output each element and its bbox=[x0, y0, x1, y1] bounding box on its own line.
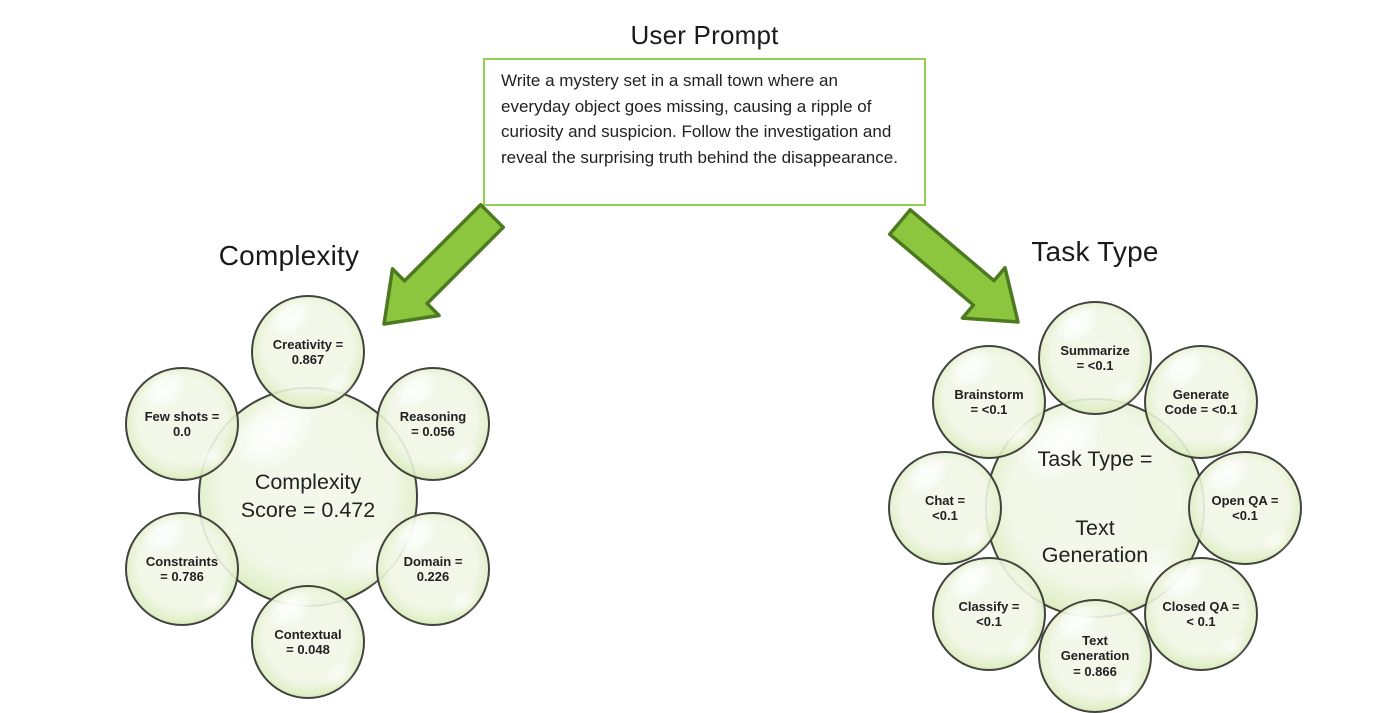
task-type-result-value: Text Generation bbox=[1041, 515, 1149, 568]
task-type-result-heading: Task Type = bbox=[1037, 446, 1153, 471]
bubble-chat-label: Chat = <0.1 bbox=[924, 492, 966, 523]
bubble-contextual-label: Contextual = 0.048 bbox=[274, 626, 342, 657]
task-type-title: Task Type bbox=[1031, 236, 1159, 267]
bubble-domain: Domain = 0.226 bbox=[376, 512, 490, 626]
bubble-creativity-label: Creativity = 0.867 bbox=[272, 336, 344, 367]
user-prompt-text: Write a mystery set in a small town wher… bbox=[501, 71, 898, 167]
bubble-creativity: Creativity = 0.867 bbox=[251, 295, 365, 409]
bubble-summarize: Summarize = <0.1 bbox=[1038, 301, 1152, 415]
bubble-chat: Chat = <0.1 bbox=[888, 451, 1002, 565]
bubble-summarize-label: Summarize = <0.1 bbox=[1060, 342, 1130, 373]
bubble-domain-label: Domain = 0.226 bbox=[403, 553, 463, 584]
bubble-reasoning-label: Reasoning = 0.056 bbox=[399, 408, 467, 439]
bubble-classify: Classify = <0.1 bbox=[932, 557, 1046, 671]
bubble-constraints: Constraints = 0.786 bbox=[125, 512, 239, 626]
bubble-open-qa-label: Open QA = <0.1 bbox=[1211, 492, 1279, 523]
user-prompt-title: User Prompt bbox=[630, 20, 779, 50]
bubble-text-generation-label: Text Generation = 0.866 bbox=[1060, 633, 1130, 679]
bubble-closed-qa: Closed QA = < 0.1 bbox=[1144, 557, 1258, 671]
task-type-result-label: Task Type = Text Generation bbox=[1038, 418, 1153, 599]
bubble-brainstorm: Brainstorm = <0.1 bbox=[932, 345, 1046, 459]
bubble-constraints-label: Constraints = 0.786 bbox=[145, 553, 219, 584]
bubble-classify-label: Classify = <0.1 bbox=[958, 598, 1020, 629]
bubble-text-generation: Text Generation = 0.866 bbox=[1038, 599, 1152, 713]
bubble-closed-qa-label: Closed QA = < 0.1 bbox=[1162, 598, 1240, 629]
bubble-few-shots: Few shots = 0.0 bbox=[125, 367, 239, 481]
bubble-brainstorm-label: Brainstorm = <0.1 bbox=[954, 386, 1024, 417]
bubble-contextual: Contextual = 0.048 bbox=[251, 585, 365, 699]
bubble-reasoning: Reasoning = 0.056 bbox=[376, 367, 490, 481]
bubble-few-shots-label: Few shots = 0.0 bbox=[144, 408, 220, 439]
user-prompt-box: Write a mystery set in a small town wher… bbox=[483, 58, 926, 206]
complexity-score-label: Complexity Score = 0.472 bbox=[240, 470, 376, 522]
bubble-open-qa: Open QA = <0.1 bbox=[1188, 451, 1302, 565]
bubble-generate-code: Generate Code = <0.1 bbox=[1144, 345, 1258, 459]
complexity-title: Complexity bbox=[218, 240, 360, 271]
bubble-generate-code-label: Generate Code = <0.1 bbox=[1164, 386, 1238, 417]
